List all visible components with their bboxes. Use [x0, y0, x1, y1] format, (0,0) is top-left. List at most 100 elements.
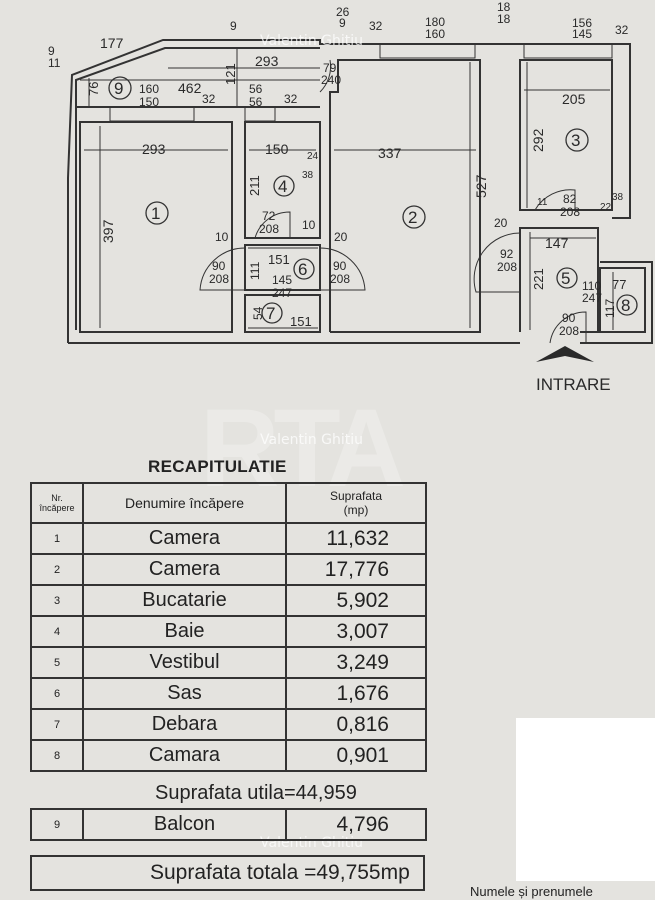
dim-label: 18 — [497, 0, 511, 14]
dim-label: 77 — [612, 277, 626, 292]
dim-label: 92 — [500, 247, 514, 261]
dim-label: 177 — [100, 35, 124, 51]
dim-label: 150 — [265, 141, 289, 157]
table-cell: 8 — [30, 739, 84, 772]
room-number: 3 — [571, 131, 580, 150]
table-cell: 0,901 — [285, 739, 427, 772]
outer-wall — [67, 39, 631, 343]
dim-label: 147 — [545, 235, 569, 251]
dim-label: 337 — [378, 145, 402, 161]
dim-label: 145 — [572, 27, 592, 41]
dim-label: 462 — [178, 80, 202, 96]
dim-label: 211 — [247, 175, 262, 196]
dim-label: 111 — [248, 261, 262, 280]
header-area: Suprafata(mp) — [285, 482, 427, 524]
dim-label: 24 — [307, 151, 319, 162]
room-number: 2 — [408, 208, 417, 227]
room-1-outline — [79, 121, 233, 333]
table-cell: Vestibul — [82, 646, 287, 679]
table-cell: Baie — [82, 615, 287, 648]
watermark: Valentin Ghitiu — [260, 33, 364, 49]
dim-label: 293 — [255, 53, 279, 69]
table-cell: Camara — [82, 739, 287, 772]
dim-label: 110 — [582, 279, 601, 293]
dim-label: 150 — [139, 95, 159, 109]
room-7-outline — [244, 294, 321, 333]
dim-label: 160 — [425, 27, 445, 41]
dim-label: 293 — [142, 141, 166, 157]
room-3-outline — [519, 59, 613, 211]
dim-label: 208 — [330, 272, 350, 286]
dim-label: 90 — [562, 311, 576, 325]
dim-label: 208 — [497, 260, 517, 274]
footer-signature-label: Numele și prenumele — [470, 884, 593, 899]
dim-label: 38 — [612, 192, 624, 203]
dim-label: 247 — [272, 286, 292, 300]
dim-label: 292 — [530, 128, 546, 152]
entrance-arrow-icon — [536, 346, 594, 362]
dim-label: 32 — [369, 19, 383, 33]
table-cell: 3,249 — [285, 646, 427, 679]
dim-label: 208 — [209, 272, 229, 286]
dim-label: 90 — [212, 259, 226, 273]
dim-label: 208 — [259, 222, 279, 236]
room-number: 4 — [278, 177, 287, 196]
table-cell: 3,007 — [285, 615, 427, 648]
dim-label: 208 — [560, 205, 580, 219]
table-header: Nr.încăpere Denumire încăpere Suprafata(… — [30, 482, 427, 524]
dim-label: 22 — [600, 202, 612, 213]
dim-label: 160 — [139, 82, 159, 96]
dim-label: 9 — [48, 44, 55, 58]
useful-area-total: Suprafata utila=44,959 — [155, 782, 357, 804]
total-area: Suprafata totala =49,755mp — [150, 861, 410, 884]
dim-label: 151 — [268, 252, 290, 267]
dim-label: 247 — [582, 291, 602, 305]
table-cell: Balcon — [82, 808, 287, 841]
dim-label: 117 — [603, 299, 617, 318]
dim-label: 82 — [563, 192, 577, 206]
room-number: 9 — [114, 79, 123, 98]
dim-label: 10 — [215, 230, 229, 244]
dim-label: 121 — [223, 63, 238, 85]
dim-label: 90 — [333, 259, 347, 273]
dim-label: 32 — [202, 92, 216, 106]
room-number: 6 — [298, 260, 307, 279]
floor-plan: 177 9 11 9 26 9 32 180 160 18 18 156 145… — [48, 0, 653, 394]
dim-label: 397 — [100, 219, 116, 243]
room-8-outline — [599, 267, 646, 333]
header-name: Denumire încăpere — [82, 482, 287, 524]
table-cell: 17,776 — [285, 553, 427, 586]
redacted-area — [516, 718, 655, 881]
dim-label: 76 — [86, 82, 101, 96]
dim-label: 10 — [302, 218, 316, 232]
dim-label: 56 — [249, 95, 263, 109]
dim-label: 11 — [537, 197, 548, 208]
table-cell: 1,676 — [285, 677, 427, 710]
dim-label: 32 — [615, 23, 629, 37]
dim-label: 145 — [272, 273, 292, 287]
recap-title: RECAPITULATIE — [148, 457, 287, 476]
room-number: 7 — [266, 304, 275, 323]
dim-label: 11 — [48, 56, 61, 70]
dim-label: 38 — [302, 170, 314, 181]
dim-label: 208 — [559, 324, 579, 338]
total-area-box: Suprafata totala =49,755mp — [30, 855, 425, 891]
table-cell: 2 — [30, 553, 84, 586]
room-4-outline — [244, 121, 321, 239]
table-cell: 11,632 — [285, 522, 427, 555]
dim-label: 79 — [323, 61, 337, 75]
dim-label: 151 — [290, 314, 312, 329]
dim-label: 20 — [334, 230, 348, 244]
table-cell: Debara — [82, 708, 287, 741]
room-5-outline — [519, 227, 599, 333]
watermark: Valentin Ghitiu — [260, 432, 364, 448]
dim-label: 156 — [572, 16, 592, 30]
